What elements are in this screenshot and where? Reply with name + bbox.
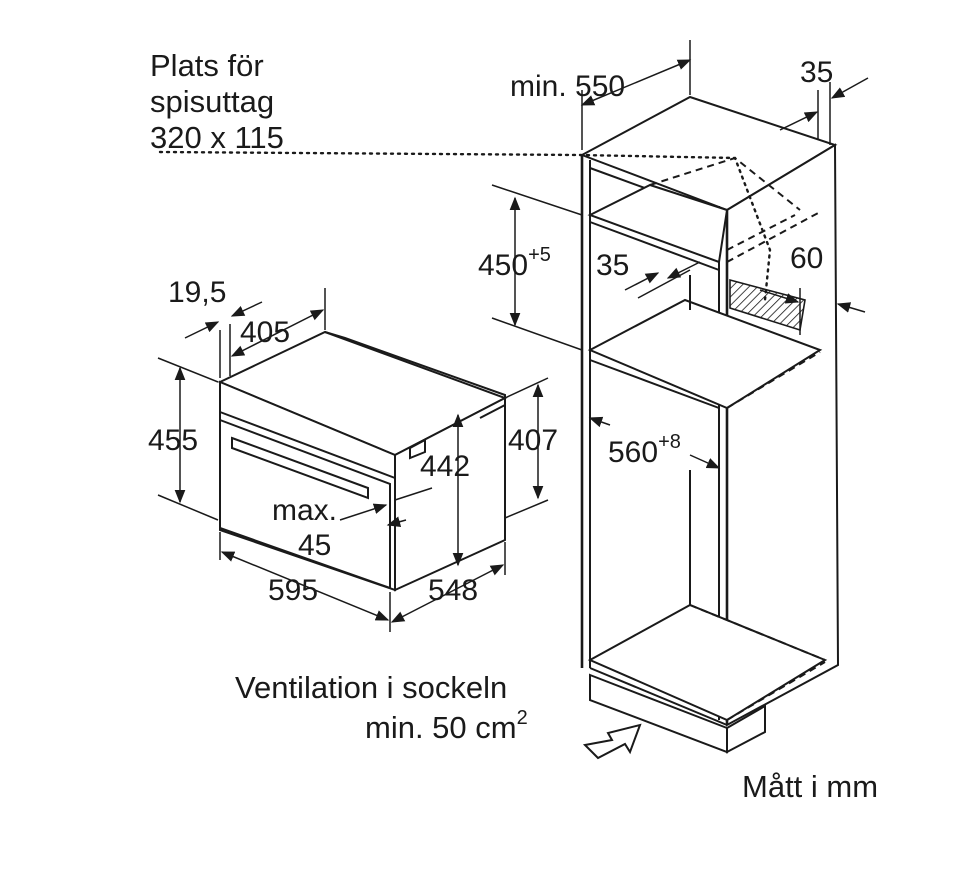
niche-bottom-shelf-hidden <box>726 351 821 409</box>
oven-top-depth-label: 405 <box>240 316 290 349</box>
units-note: Mått i mm <box>742 769 878 804</box>
ventilation-line1: Ventilation i sockeln <box>235 670 507 705</box>
plinth-side <box>726 704 766 754</box>
niche-bottom-shelf-front <box>589 359 720 409</box>
niche-width-label: 560+8 <box>608 431 681 469</box>
cabinet-bottom-edge <box>589 667 728 726</box>
cabinet-dimensions <box>491 40 869 469</box>
oven-side-hook <box>409 438 426 460</box>
oven-depth-label: 548 <box>428 574 478 607</box>
cabinet-bottom-hidden-back <box>689 604 826 661</box>
oven-side-height-label: 407 <box>508 424 558 457</box>
hidden-upper-shelf-edge-2 <box>726 214 796 251</box>
niche-top-shelf-front <box>589 221 720 271</box>
oven-width-label: 595 <box>268 574 318 607</box>
oven-dimensions <box>157 288 549 632</box>
door-gap-value: 45 <box>298 529 331 562</box>
inner-offset-label: 35 <box>596 249 629 282</box>
cabinet-side-gap-label: 35 <box>800 56 833 89</box>
socket-note-line1: Plats för <box>150 48 264 83</box>
oven-control-strip <box>219 411 396 479</box>
door-gap-label: max. <box>272 494 337 527</box>
ventilation-line2: min. 50 cm2 <box>365 707 528 745</box>
niche-top-shelf <box>587 183 729 264</box>
cabinet-bottom-hidden <box>726 661 826 721</box>
rear-gap-label: 60 <box>790 242 823 275</box>
tall-cabinet <box>579 95 840 754</box>
hidden-upper-shelf-edge <box>726 211 821 263</box>
oven-body-height-label: 442 <box>420 450 470 483</box>
socket-dotted-line <box>158 150 772 302</box>
oven <box>217 330 508 592</box>
oven-door <box>219 418 391 590</box>
cabinet-width-min-label: min. 550 <box>510 70 625 103</box>
oven-front-height-label: 455 <box>148 424 198 457</box>
oven-rear-flange <box>324 331 506 419</box>
socket-note-line3: 320 x 115 <box>150 120 284 155</box>
socket-note-line2: spisuttag <box>150 84 274 119</box>
niche-bottom-shelf <box>587 298 823 410</box>
oven-handle <box>231 436 369 500</box>
oven-front-offset-label: 19,5 <box>168 276 226 309</box>
niche-height-label: 450+5 <box>478 244 551 282</box>
ventilation-arrow-icon <box>582 723 642 760</box>
